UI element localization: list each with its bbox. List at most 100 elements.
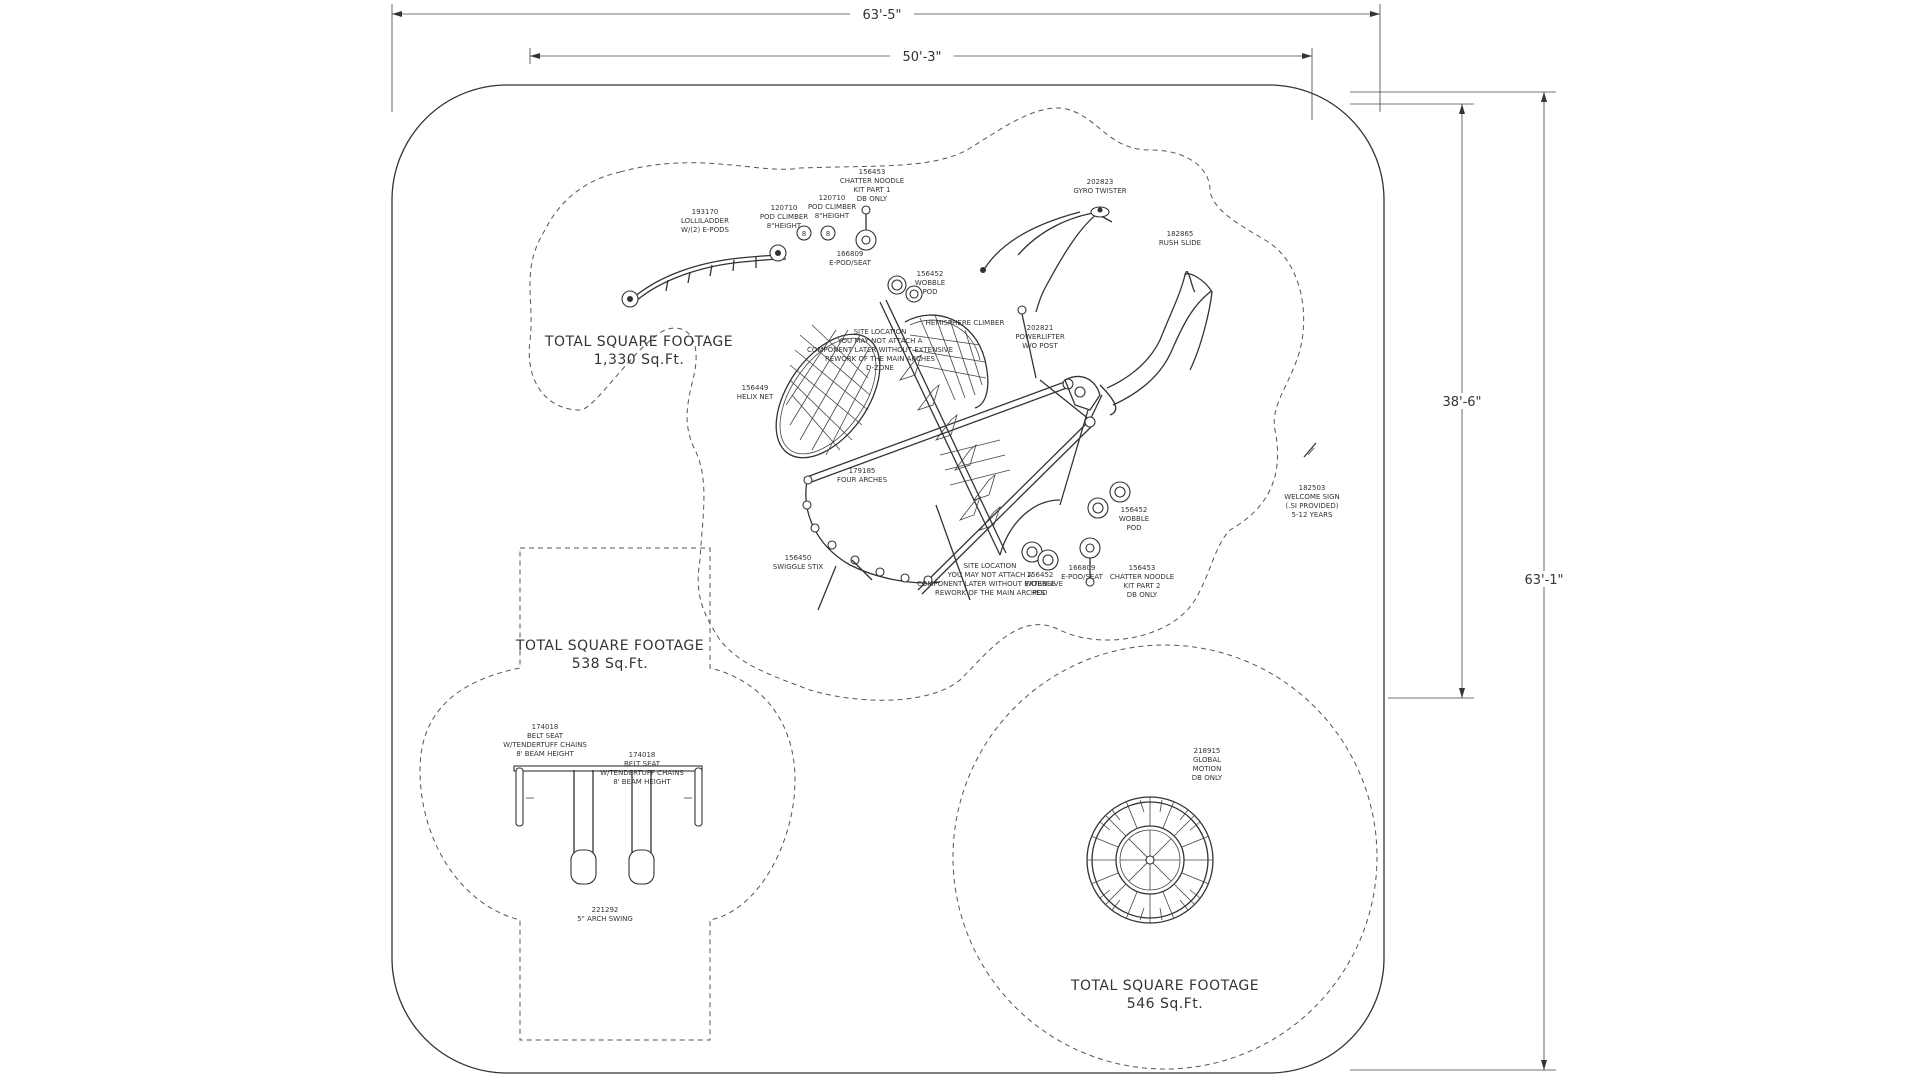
svg-text:WOBBLE: WOBBLE: [1119, 515, 1149, 523]
swing-zone-area-label: TOTAL SQUARE FOOTAGE 538 Sq.Ft.: [515, 638, 704, 672]
main-zone-title: TOTAL SQUARE FOOTAGE: [544, 334, 733, 350]
label-four-arches: 179185 FOUR ARCHES: [837, 467, 888, 484]
label-chatter-noodle-2: 156453 CHATTER NOODLE KIT PART 2 DB ONLY: [1110, 564, 1174, 599]
spinner-zone-title: TOTAL SQUARE FOOTAGE: [1070, 978, 1259, 994]
label-wobble-pod-2: 156452 WOBBLE POD: [1119, 506, 1149, 532]
dimension-overall-width: 63'-5": [391, 4, 1381, 112]
svg-text:202823: 202823: [1087, 178, 1114, 186]
svg-text:SITE LOCATION: SITE LOCATION: [854, 328, 907, 336]
svg-text:156453: 156453: [1129, 564, 1156, 572]
svg-text:(.SI PROVIDED): (.SI PROVIDED): [1286, 502, 1339, 510]
svg-text:MOTION: MOTION: [1193, 765, 1222, 773]
dimension-inner-width: 50'-3": [529, 48, 1313, 120]
label-gyro-twister: 202823 GYRO TWISTER: [1073, 178, 1126, 195]
svg-text:DB ONLY: DB ONLY: [1192, 774, 1223, 782]
label-hemisphere-climber: HEMISPHERE CLIMBER: [926, 319, 1005, 327]
label-belt-seat-1: 174018 BELT SEAT W/TENDERTUFF CHAINS 8' …: [503, 723, 587, 758]
swing-zone-title: TOTAL SQUARE FOOTAGE: [515, 638, 704, 654]
svg-text:156453: 156453: [859, 168, 886, 176]
site-boundary: [391, 84, 1385, 1074]
svg-text:GLOBAL: GLOBAL: [1193, 756, 1221, 764]
svg-text:RUSH SLIDE: RUSH SLIDE: [1159, 239, 1201, 247]
hemisphere-climber: [904, 314, 989, 409]
svg-text:174018: 174018: [532, 723, 559, 731]
svg-text:HELIX NET: HELIX NET: [737, 393, 774, 401]
svg-text:WOBBLE: WOBBLE: [1025, 580, 1055, 588]
label-lolliladder: 193170 LOLLILADDER W/(2) E-PODS: [681, 208, 729, 234]
four-arches-frame: [803, 299, 1103, 601]
label-welcome-sign: 182503 WELCOME SIGN (.SI PROVIDED) 5-12 …: [1284, 484, 1340, 519]
svg-text:YOU MAY NOT ATTACH A: YOU MAY NOT ATTACH A: [837, 337, 923, 345]
svg-text:D-ZONE: D-ZONE: [866, 364, 894, 372]
svg-text:WELCOME SIGN: WELCOME SIGN: [1284, 493, 1340, 501]
label-site-location-1: SITE LOCATION YOU MAY NOT ATTACH A COMPO…: [807, 328, 953, 372]
svg-text:BELT SEAT: BELT SEAT: [624, 760, 661, 768]
swing-zone-area: 538 Sq.Ft.: [572, 656, 648, 672]
svg-text:W/TENDERTUFF CHAINS: W/TENDERTUFF CHAINS: [600, 769, 684, 777]
svg-text:5-12 YEARS: 5-12 YEARS: [1292, 511, 1333, 519]
svg-text:SITE LOCATION: SITE LOCATION: [964, 562, 1017, 570]
rush-slide: [1099, 271, 1213, 416]
svg-text:156452: 156452: [1121, 506, 1148, 514]
svg-text:182503: 182503: [1299, 484, 1326, 492]
svg-text:8: 8: [826, 230, 830, 238]
svg-text:8' BEAM HEIGHT: 8' BEAM HEIGHT: [516, 750, 574, 758]
label-helix-net: 156449 HELIX NET: [737, 384, 774, 401]
climbing-rungs: [898, 353, 1011, 531]
wobble-pod-2: [1087, 481, 1131, 519]
svg-text:202821: 202821: [1027, 324, 1054, 332]
swiggle-stix: [802, 475, 941, 611]
label-pod-climber-2: 120710 POD CLIMBER 8"HEIGHT: [808, 194, 856, 220]
spinner-zone-area-label: TOTAL SQUARE FOOTAGE 546 Sq.Ft.: [1070, 978, 1259, 1012]
svg-text:166809: 166809: [837, 250, 864, 258]
svg-text:POWERLIFTER: POWERLIFTER: [1015, 333, 1065, 341]
svg-text:GYRO TWISTER: GYRO TWISTER: [1073, 187, 1126, 195]
chatter-noodle-1: [855, 205, 877, 251]
svg-text:120710: 120710: [771, 204, 798, 212]
svg-text:KIT PART 1: KIT PART 1: [853, 186, 890, 194]
main-zone-area: 1,330 Sq.Ft.: [594, 352, 685, 368]
lolliladder: [621, 244, 787, 308]
svg-text:POD: POD: [922, 288, 937, 296]
svg-text:W/O POST: W/O POST: [1022, 342, 1058, 350]
pod-climber-1: 8: [796, 225, 812, 241]
svg-text:REWORK OF THE MAIN ARCHES: REWORK OF THE MAIN ARCHES: [825, 355, 936, 363]
svg-text:5" ARCH SWING: 5" ARCH SWING: [577, 915, 633, 923]
svg-text:W/TENDERTUFF CHAINS: W/TENDERTUFF CHAINS: [503, 741, 587, 749]
svg-text:8: 8: [802, 230, 806, 238]
overall-height-label: 63'-1": [1524, 573, 1563, 588]
svg-text:218915: 218915: [1194, 747, 1221, 755]
svg-text:193170: 193170: [692, 208, 719, 216]
pod-climber-2: 8: [820, 225, 836, 241]
svg-text:REWORK OF THE MAIN ARCHES: REWORK OF THE MAIN ARCHES: [935, 589, 1046, 597]
dimension-inner-height: 38'-6": [1350, 103, 1494, 699]
gyro-twister: [980, 206, 1113, 313]
label-e-pod-seat-1: 166809 E-POD/SEAT: [829, 250, 872, 267]
svg-text:YOU MAY NOT ATTACH A: YOU MAY NOT ATTACH A: [947, 571, 1033, 579]
svg-text:KIT PART 2: KIT PART 2: [1123, 582, 1160, 590]
powerlifter: [1064, 375, 1101, 411]
chatter-noodle-2: [1079, 537, 1101, 587]
svg-text:182865: 182865: [1167, 230, 1194, 238]
label-wobble-pod-1: 156452 WOBBLE POD: [915, 270, 945, 296]
dimension-overall-height: 63'-1": [1350, 91, 1576, 1071]
belt-seat-2: [628, 770, 655, 885]
svg-text:156452: 156452: [1027, 571, 1054, 579]
wobble-pod-1: [887, 275, 923, 303]
label-e-pod-seat-2: 166809 E-POD/SEAT: [1061, 564, 1104, 581]
spinner-zone-boundary: [952, 644, 1378, 1070]
svg-text:W/(2) E-PODS: W/(2) E-PODS: [681, 226, 729, 234]
label-global-motion: 218915 GLOBAL MOTION DB ONLY: [1192, 747, 1223, 782]
svg-text:POD CLIMBER: POD CLIMBER: [760, 213, 808, 221]
svg-text:DB ONLY: DB ONLY: [1127, 591, 1158, 599]
svg-text:POD: POD: [1126, 524, 1141, 532]
wobble-pod-3: [1021, 541, 1059, 571]
svg-text:SWIGGLE STIX: SWIGGLE STIX: [773, 563, 824, 571]
belt-seat-1: [570, 770, 597, 885]
welcome-sign-icon: [1303, 442, 1317, 458]
main-zone-area-label: TOTAL SQUARE FOOTAGE 1,330 Sq.Ft.: [544, 334, 733, 368]
svg-text:BELT SEAT: BELT SEAT: [527, 732, 564, 740]
main-zone-boundary: [528, 107, 1305, 701]
global-motion-spinner: [1086, 796, 1214, 924]
svg-text:174018: 174018: [629, 751, 656, 759]
